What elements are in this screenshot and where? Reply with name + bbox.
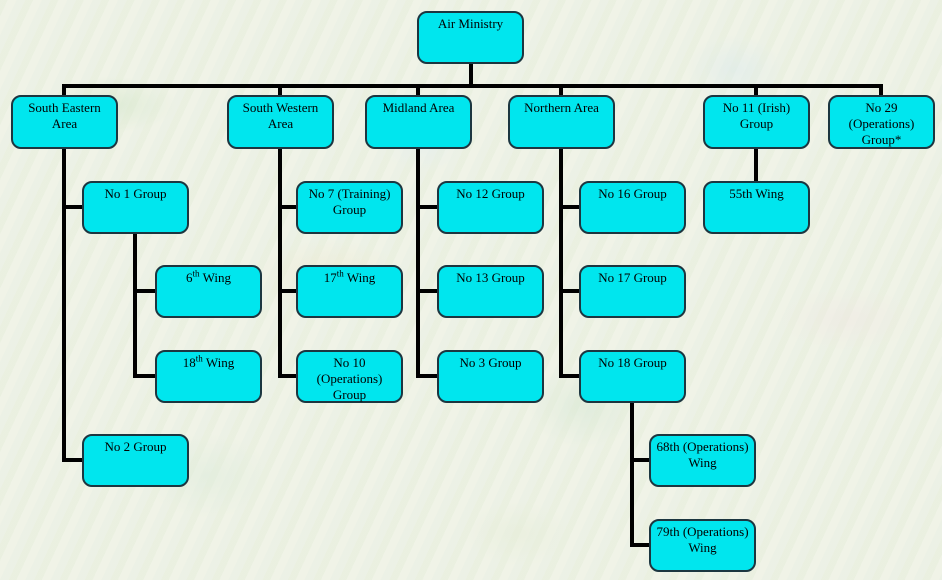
connector-stub-no-11-irish-group xyxy=(754,87,758,96)
node-no-2-group: No 2 Group xyxy=(82,434,189,487)
node-no-18-group: No 18 Group xyxy=(579,350,686,403)
node-label: No 2 Group xyxy=(104,439,167,454)
node-label-line: No 7 (Training) xyxy=(308,186,391,201)
wing-word: Wing xyxy=(343,270,376,285)
node-south-western-area: South Western Area xyxy=(227,95,334,149)
node-label-line: Area xyxy=(267,116,294,131)
ordinal-suffix: th xyxy=(336,268,344,279)
connector-elbow-68th-operations-wing xyxy=(632,458,650,462)
node-label-line: Area xyxy=(51,116,78,131)
node-label: Northern Area xyxy=(524,100,599,115)
connector-elbow-79th-operations-wing xyxy=(632,543,650,547)
node-midland-area: Midland Area xyxy=(365,95,472,149)
node-label: No 1 Group xyxy=(104,186,167,201)
node-no-10-operations-group: No 10 (Operations) Group xyxy=(296,350,403,403)
node-label-line: No 10 xyxy=(333,355,366,370)
node-18th-wing: 18th Wing xyxy=(155,350,262,403)
connector-no-1-group-trunk xyxy=(133,233,137,378)
connector-stub-south-eastern-area xyxy=(62,84,66,96)
connector-elbow-no-1-group xyxy=(64,205,83,209)
node-no-13-group: No 13 Group xyxy=(437,265,544,318)
ordinal-suffix: th xyxy=(192,268,200,279)
connector-south-western-trunk xyxy=(278,148,282,378)
connector-south-eastern-trunk xyxy=(62,148,66,462)
node-label-line: South Eastern xyxy=(28,100,101,115)
node-label: No 12 Group xyxy=(456,186,525,201)
node-label-line: No 29 xyxy=(865,100,898,115)
connector-elbow-6th-wing xyxy=(135,289,156,293)
node-label-line: (Operations) xyxy=(848,116,915,131)
wing-word: Wing xyxy=(199,270,231,285)
node-label-line: Group xyxy=(739,116,774,131)
connector-no-11-group-to-55th-wing xyxy=(754,148,758,182)
node-label-line: 79th (Operations) xyxy=(656,524,749,539)
node-northern-area: Northern Area xyxy=(508,95,615,149)
node-label-line: 68th (Operations) xyxy=(656,439,749,454)
connector-stub-south-western-area xyxy=(278,87,282,96)
node-label-line: Group* xyxy=(861,132,902,147)
node-label-line: (Operations) xyxy=(316,371,383,386)
node-label: No 16 Group xyxy=(598,186,667,201)
wing-number: 18 xyxy=(182,355,196,370)
node-label: 6th Wing xyxy=(158,268,259,286)
wing-number: 17 xyxy=(323,270,337,285)
connector-elbow-no-17-group xyxy=(561,289,580,293)
node-no-1-group: No 1 Group xyxy=(82,181,189,234)
node-label-line: Group xyxy=(332,202,367,217)
connector-elbow-no-18-group xyxy=(561,374,580,378)
node-label-line: Wing xyxy=(688,455,717,470)
node-17th-wing: 17th Wing xyxy=(296,265,403,318)
connector-stub-northern-area xyxy=(559,87,563,96)
connector-stub-no-29-operations-group xyxy=(879,84,883,96)
node-label: No 18 Group xyxy=(598,355,667,370)
node-6th-wing: 6th Wing xyxy=(155,265,262,318)
connector-no-18-group-trunk xyxy=(630,402,634,547)
node-label-line: No 11 (Irish) xyxy=(722,100,791,115)
node-79th-operations-wing: 79th (Operations) Wing xyxy=(649,519,756,572)
connector-elbow-no-3-group xyxy=(418,374,438,378)
node-no-3-group: No 3 Group xyxy=(437,350,544,403)
node-label: No 13 Group xyxy=(456,270,525,285)
node-label-line: Group xyxy=(332,387,367,402)
connector-midland-trunk xyxy=(416,149,420,378)
node-label: Midland Area xyxy=(382,100,455,115)
node-label: 55th Wing xyxy=(729,186,784,201)
node-no-16-group: No 16 Group xyxy=(579,181,686,234)
connector-elbow-18th-wing xyxy=(135,374,156,378)
node-no-11-irish-group: No 11 (Irish) Group xyxy=(703,95,810,149)
node-68th-operations-wing: 68th (Operations) Wing xyxy=(649,434,756,487)
connector-stub-midland-area xyxy=(416,87,420,96)
node-label-line: South Western xyxy=(242,100,319,115)
node-label-line: Wing xyxy=(688,540,717,555)
node-55th-wing: 55th Wing xyxy=(703,181,810,234)
node-no-29-operations-group: No 29 (Operations) Group* xyxy=(828,95,935,149)
connector-northern-trunk xyxy=(559,149,563,378)
connector-elbow-no-12-group xyxy=(418,205,438,209)
node-label: 17th Wing xyxy=(299,268,400,286)
node-air-ministry: Air Ministry xyxy=(417,11,524,64)
node-label: Air Ministry xyxy=(437,16,504,31)
connector-elbow-17th-wing xyxy=(280,289,297,293)
connector-elbow-no-13-group xyxy=(418,289,438,293)
node-south-eastern-area: South Eastern Area xyxy=(11,95,118,149)
connector-elbow-no-10-operations-group xyxy=(280,374,297,378)
node-no-12-group: No 12 Group xyxy=(437,181,544,234)
node-no-7-training-group: No 7 (Training) Group xyxy=(296,181,403,234)
wing-number: 6 xyxy=(186,270,193,285)
connector-elbow-no-7-training-group xyxy=(280,205,297,209)
wing-word: Wing xyxy=(202,355,235,370)
node-no-17-group: No 17 Group xyxy=(579,265,686,318)
node-label: No 3 Group xyxy=(459,355,522,370)
connector-level2-horizontal xyxy=(62,84,883,88)
node-label: 18th Wing xyxy=(158,353,259,371)
ordinal-suffix: th xyxy=(195,353,203,364)
node-label: No 17 Group xyxy=(598,270,667,285)
connector-air-ministry-drop xyxy=(469,63,473,87)
connector-elbow-no-2-group xyxy=(64,458,83,462)
connector-elbow-no-16-group xyxy=(561,205,580,209)
